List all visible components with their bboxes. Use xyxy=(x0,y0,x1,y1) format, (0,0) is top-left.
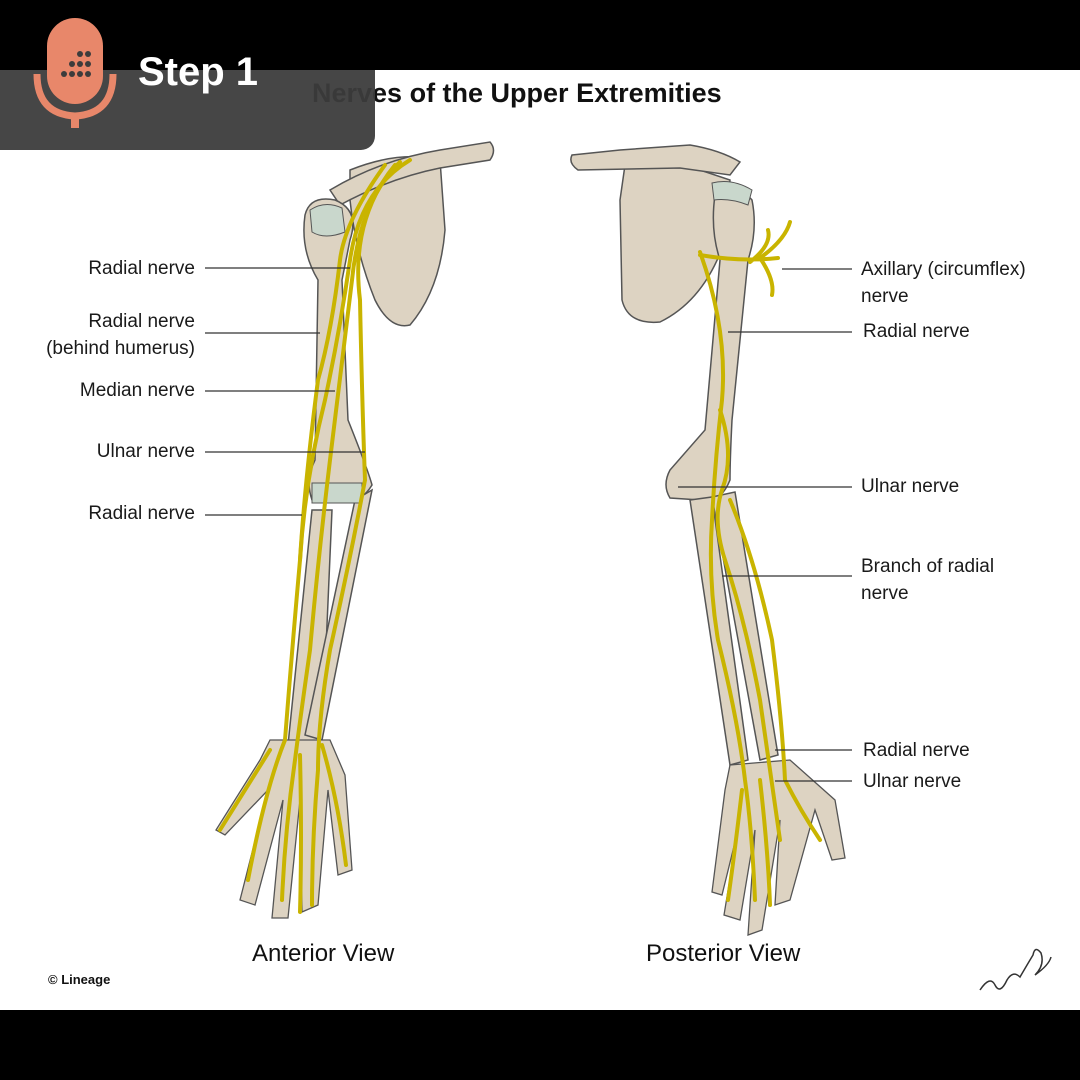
nerve-anterior-4 xyxy=(298,163,387,562)
posterior-view-caption: Posterior View xyxy=(646,940,801,967)
shoulder-joint-anterior xyxy=(309,204,346,237)
label-text: Radial nerve xyxy=(88,258,195,279)
step-label: Step 1 xyxy=(138,50,259,94)
label-ulnar-nerve-wrist: Ulnar nerve xyxy=(863,768,961,795)
nerve-posterior-2 xyxy=(715,408,782,842)
label-text: nerve xyxy=(861,286,909,307)
label-axillary-nerve: Axillary (circumflex) nerve xyxy=(861,256,1026,310)
clavicle-posterior xyxy=(570,144,742,176)
label-text: Ulnar nerve xyxy=(861,476,960,497)
label-text: Branch of radial xyxy=(861,556,995,577)
label-text: Radial nerve xyxy=(88,503,195,524)
label-median-nerve: Median nerve xyxy=(80,377,195,404)
hand-posterior xyxy=(711,759,846,936)
label-radial-nerve-posterior: Radial nerve xyxy=(863,318,970,345)
anterior-view-caption: Anterior View xyxy=(252,940,395,967)
label-radial-nerve-2: Radial nerve xyxy=(88,500,195,527)
shoulder-joint-posterior xyxy=(711,181,753,206)
label-text: Ulnar nerve xyxy=(96,441,195,462)
label-text: Ulnar nerve xyxy=(863,771,962,792)
diagram-title: Nerves of the Upper Extremities xyxy=(312,78,722,108)
label-branch-of-radial-nerve: Branch of radial nerve xyxy=(861,553,994,607)
label-text: Median nerve xyxy=(79,380,195,401)
elbow-joint-anterior xyxy=(311,482,363,504)
radius-posterior xyxy=(689,496,749,766)
humerus-posterior xyxy=(665,187,755,502)
label-radial-nerve-wrist: Radial nerve xyxy=(863,737,970,764)
nerve-anterior-2 xyxy=(280,160,402,902)
label-text: Radial nerve xyxy=(863,740,970,761)
label-text: (behind humerus) xyxy=(46,338,195,359)
label-radial-nerve-1: Radial nerve xyxy=(88,255,195,282)
nerve-anterior-hand xyxy=(218,743,348,914)
label-text: Axillary (circumflex) xyxy=(861,259,1026,280)
label-text: Radial nerve xyxy=(88,311,195,332)
label-text: Radial nerve xyxy=(863,321,970,342)
nerve-posterior-axillary xyxy=(698,220,792,297)
nerve-posterior-radial xyxy=(698,250,757,902)
label-ulnar-nerve-posterior: Ulnar nerve xyxy=(861,473,959,500)
microphone-icon[interactable] xyxy=(30,14,120,134)
diagram-canvas xyxy=(0,70,1080,1010)
label-text: nerve xyxy=(861,583,909,604)
artist-signature xyxy=(979,948,1052,991)
nerve-posterior-3 xyxy=(728,498,822,842)
nerve-anterior-3 xyxy=(310,163,397,907)
label-radial-nerve-behind-humerus: Radial nerve (behind humerus) xyxy=(46,308,195,362)
label-ulnar-nerve: Ulnar nerve xyxy=(97,438,195,465)
nerve-posterior-hand xyxy=(726,778,772,907)
copyright-notice: © Lineage xyxy=(48,972,111,987)
